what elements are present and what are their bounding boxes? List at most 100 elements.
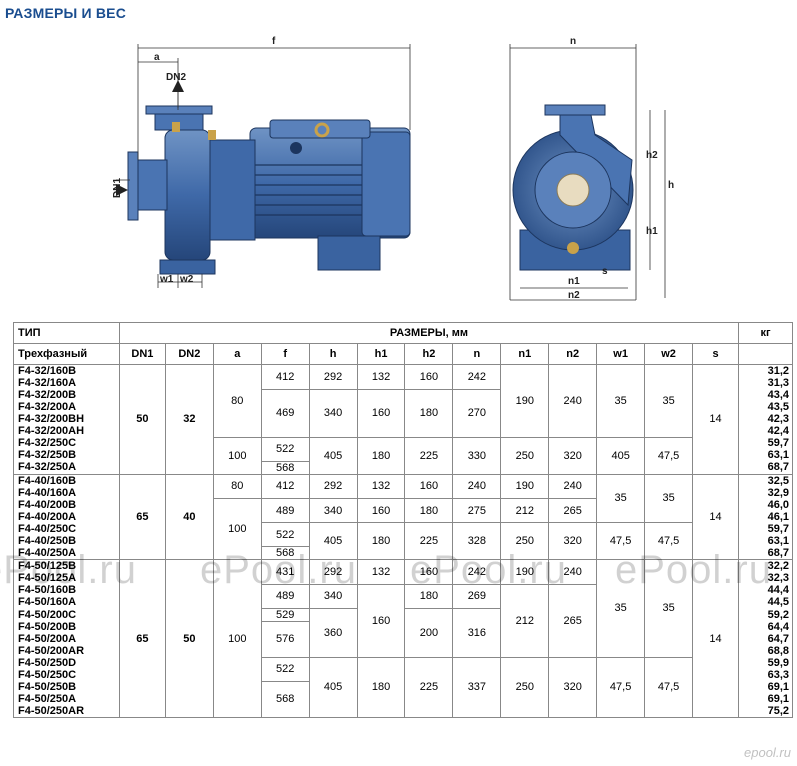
- cell: 340: [308, 498, 358, 523]
- cell: 50: [118, 364, 166, 475]
- weight-cell: 42,3: [737, 413, 794, 425]
- cell: 265: [548, 498, 598, 523]
- cell: 360: [308, 607, 358, 658]
- model-cell: F4-50/160A: [13, 596, 120, 608]
- label-h: h: [668, 180, 674, 191]
- cell: 200: [404, 607, 454, 658]
- table-row: F4-50/200C 529 360 200 316 59,2: [13, 607, 794, 658]
- label-h1: h1: [646, 226, 658, 237]
- col-n: n: [452, 343, 502, 365]
- side-dimension-lines: [116, 44, 411, 288]
- cell: 242: [452, 364, 502, 390]
- front-view: [512, 104, 634, 271]
- col-dn1: DN1: [118, 343, 166, 365]
- weight-cell: 59,7: [737, 437, 794, 449]
- model-cell: F4-40/160A: [13, 486, 120, 499]
- table-row: F4-32/250A 568 68,7: [13, 460, 794, 475]
- header-kg: кг: [737, 322, 794, 344]
- cell: 35: [644, 364, 694, 438]
- cell: 292: [308, 473, 358, 499]
- model-cell: F4-50/250D: [13, 657, 120, 669]
- weight-cell: 42,4: [737, 425, 794, 437]
- cell: 576: [260, 620, 310, 658]
- cell: 160: [404, 559, 454, 585]
- weight-cell: 31,2: [737, 364, 794, 377]
- cell: 160: [356, 388, 406, 438]
- label-n1: n1: [568, 276, 580, 287]
- cell: 32: [164, 364, 214, 475]
- cell: 405: [596, 436, 646, 475]
- dn1-arrow-icon: [116, 184, 128, 196]
- table-row: F4-40/160B 65 40 80 412 292 132 160 240 …: [13, 473, 794, 560]
- cell: 212: [500, 583, 550, 658]
- model-cell: F4-40/200A: [13, 510, 120, 523]
- cell: 265: [548, 583, 598, 658]
- cell: 240: [548, 364, 598, 438]
- label-n2: n2: [568, 290, 580, 301]
- cell: 292: [308, 364, 358, 390]
- cell: 412: [260, 364, 310, 390]
- weight-cell: 44,4: [737, 584, 794, 596]
- model-cell: F4-40/250B: [13, 534, 120, 547]
- weight-cell: 68,7: [737, 546, 794, 560]
- table-row: F4-50/200B 576 64,4: [13, 620, 794, 658]
- front-dimension-lines: [509, 44, 666, 301]
- cell: 225: [404, 656, 454, 718]
- cell: 14: [692, 364, 739, 475]
- cell: 160: [356, 583, 406, 658]
- cell: 132: [356, 559, 406, 585]
- col-w1: w1: [596, 343, 646, 365]
- cell: 35: [596, 364, 646, 438]
- model-cell: F4-50/200B: [13, 621, 120, 633]
- label-dn1: DN1: [112, 178, 123, 198]
- cell: 320: [548, 656, 598, 718]
- weight-cell: 68,8: [737, 645, 794, 657]
- table-row: F4-40/250C 522 405 180 225 328 250 320 4…: [13, 522, 794, 560]
- header-three-phase: Трехфазный: [13, 343, 120, 365]
- weight-cell: 75,2: [737, 705, 794, 718]
- pump-dimension-drawing: f a DN2 DN1 w1 w2 n h2 h h1 n1 s n2: [112, 36, 674, 301]
- header-dimensions: РАЗМЕРЫ, мм: [118, 322, 739, 344]
- cell: 489: [260, 498, 310, 523]
- cell: 489: [260, 583, 310, 609]
- cell: 522: [260, 436, 310, 462]
- cell: 275: [452, 498, 502, 523]
- weight-cell: 69,1: [737, 681, 794, 693]
- weight-cell: 63,3: [737, 669, 794, 681]
- table-row: F4-50/250D 522 405 180 225 337 250 320 4…: [13, 656, 794, 718]
- cell: 132: [356, 364, 406, 390]
- cell: 250: [500, 656, 550, 718]
- table-row: F4-50/250B 568 69,1: [13, 680, 794, 718]
- weight-cell: 69,1: [737, 693, 794, 705]
- cell: 250: [500, 436, 550, 475]
- col-n2: n2: [548, 343, 598, 365]
- model-cell: F4-32/200AH: [13, 425, 120, 437]
- cell: 160: [356, 498, 406, 523]
- cell: 190: [500, 473, 550, 499]
- table-row: F4-32/200AH 42,4: [13, 425, 794, 437]
- cell: 47,5: [596, 522, 646, 560]
- model-cell: F4-32/250A: [13, 461, 120, 474]
- page-title: РАЗМЕРЫ И ВЕС: [5, 5, 127, 21]
- cell: 180: [356, 522, 406, 560]
- label-h2: h2: [646, 150, 658, 161]
- model-cell: F4-50/160B: [13, 584, 120, 596]
- model-cell: F4-40/250C: [13, 522, 120, 535]
- cell: 225: [404, 436, 454, 475]
- model-cell: F4-32/200B: [13, 389, 120, 401]
- cell: 35: [644, 559, 694, 658]
- weight-cell: 63,1: [737, 534, 794, 547]
- model-cell: F4-32/200A: [13, 401, 120, 413]
- label-w1: w1: [159, 274, 174, 285]
- col-f: f: [260, 343, 310, 365]
- cell: 412: [260, 473, 310, 499]
- model-cell: F4-50/250B: [13, 681, 120, 693]
